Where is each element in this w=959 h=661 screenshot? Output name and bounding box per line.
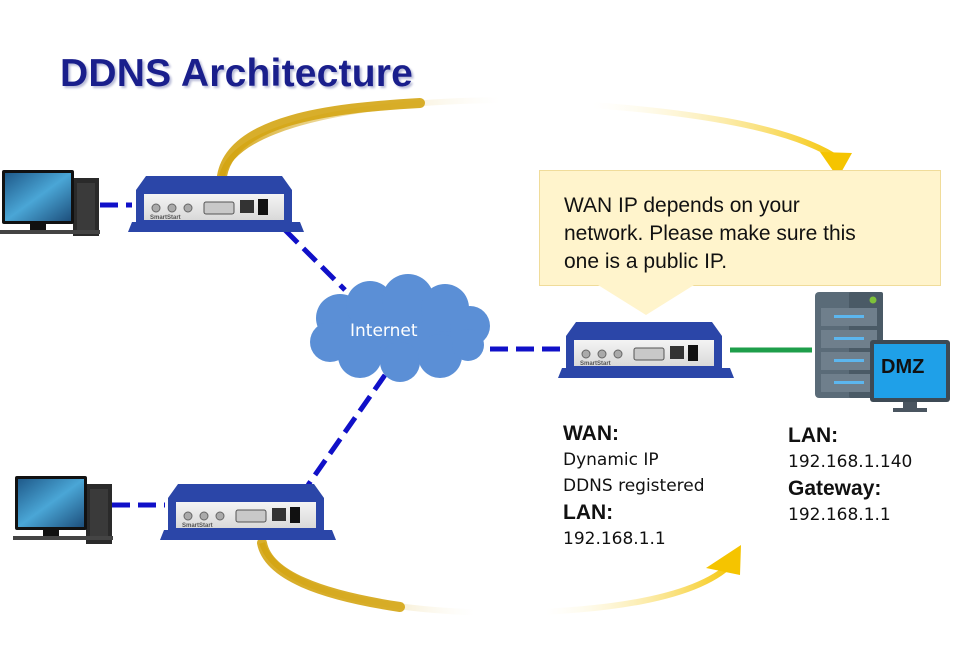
pc-icon (0, 170, 100, 236)
wan-heading: WAN: (563, 422, 619, 445)
dmz-monitor-icon (870, 340, 950, 412)
arrow-head-icon (820, 152, 852, 178)
page-title: DDNS Architecture (60, 52, 414, 95)
router-icon: SmartStart (128, 176, 304, 232)
server-info: LAN: 192.168.1.140 Gateway: 192.168.1.1 (788, 422, 912, 528)
callout-line: WAN IP depends on your (564, 194, 800, 217)
gateway-value: 192.168.1.1 (788, 505, 891, 525)
ddns-arrow-top (217, 97, 852, 181)
router-icon: SmartStart (558, 322, 734, 378)
gateway-heading: Gateway: (788, 477, 882, 500)
callout-line: network. Please make sure this (564, 222, 856, 245)
dmz-label: DMZ (881, 356, 925, 378)
callout-box (539, 170, 941, 286)
router-brand-label: SmartStart (150, 215, 181, 221)
ddns-arrow-bottom (257, 538, 741, 617)
router-brand-label: SmartStart (182, 523, 213, 529)
router-icon: SmartStart (160, 484, 336, 540)
arrow-head-icon (706, 545, 741, 575)
lan-value: 192.168.1.140 (788, 452, 913, 472)
lan-heading: LAN: (788, 424, 839, 447)
server-icon (815, 292, 883, 398)
pc-icon (13, 476, 113, 544)
callout-pointer (598, 285, 694, 315)
wan-detail: DDNS registered (563, 476, 705, 496)
link-router1-internet (283, 228, 347, 292)
link-internet-router2 (305, 373, 388, 487)
internet-label: Internet (350, 321, 418, 341)
internet-cloud-icon (310, 274, 490, 382)
router-brand-label: SmartStart (580, 361, 611, 367)
lan-heading: LAN: (563, 501, 614, 524)
wan-detail: Dynamic IP (563, 450, 659, 470)
callout-line: one is a public IP. (564, 250, 728, 273)
router-info: WAN: Dynamic IP DDNS registered LAN: 192… (563, 420, 705, 552)
lan-value: 192.168.1.1 (563, 529, 666, 549)
callout-text: WAN IP depends on your network. Please m… (564, 192, 924, 276)
